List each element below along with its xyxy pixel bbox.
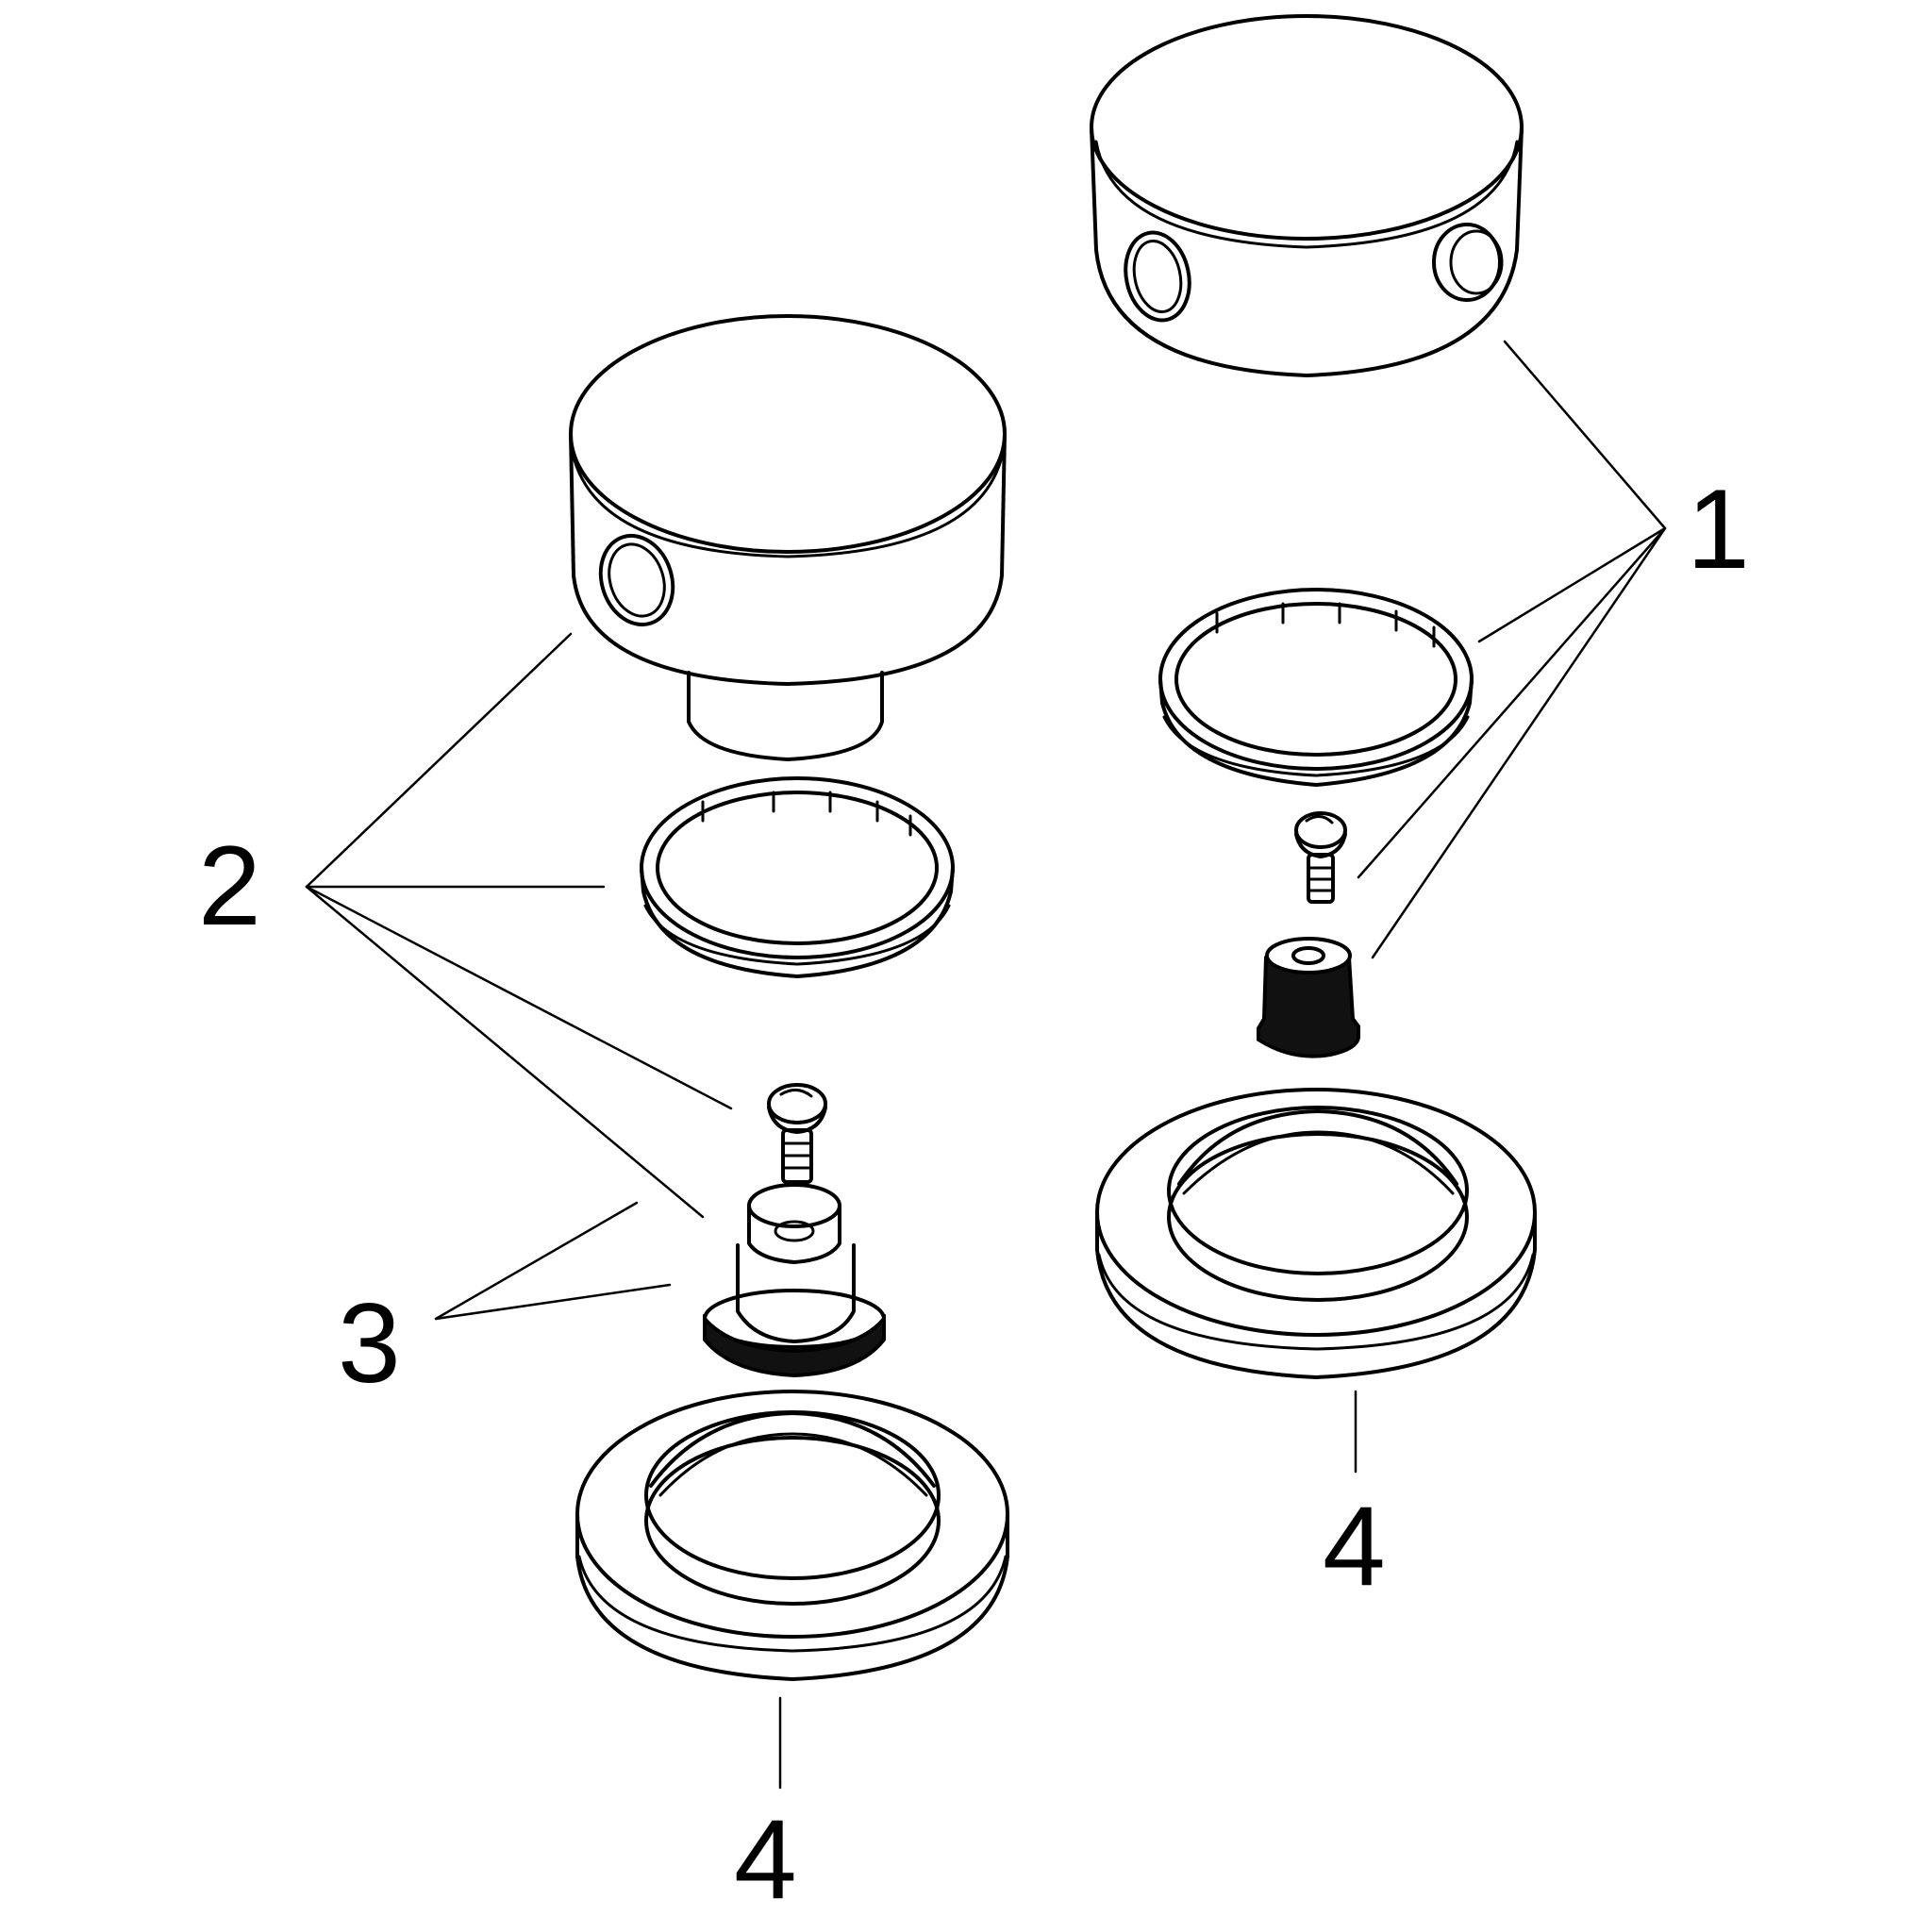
- left-clip-ring: [640, 776, 955, 978]
- callout-4-right: 4: [1323, 1483, 1386, 1609]
- right-clip-ring: [1158, 588, 1474, 787]
- left-screw: [767, 1083, 827, 1184]
- callout-4-left: 4: [734, 1796, 797, 1923]
- left-escutcheon-rosette: [575, 1390, 1009, 1681]
- right-spline-adapter: [1257, 937, 1360, 1058]
- right-escutcheon-rosette: [1095, 1088, 1537, 1379]
- callout-3: 3: [338, 1280, 401, 1407]
- leader-lines: [305, 340, 1667, 1790]
- right-screw: [1294, 811, 1347, 904]
- callout-1: 1: [1687, 466, 1750, 592]
- left-handle-knob: [569, 314, 1007, 761]
- callout-2: 2: [198, 823, 261, 949]
- left-spindle-adapter: [703, 1183, 886, 1378]
- right-handle-cap: [1090, 14, 1524, 377]
